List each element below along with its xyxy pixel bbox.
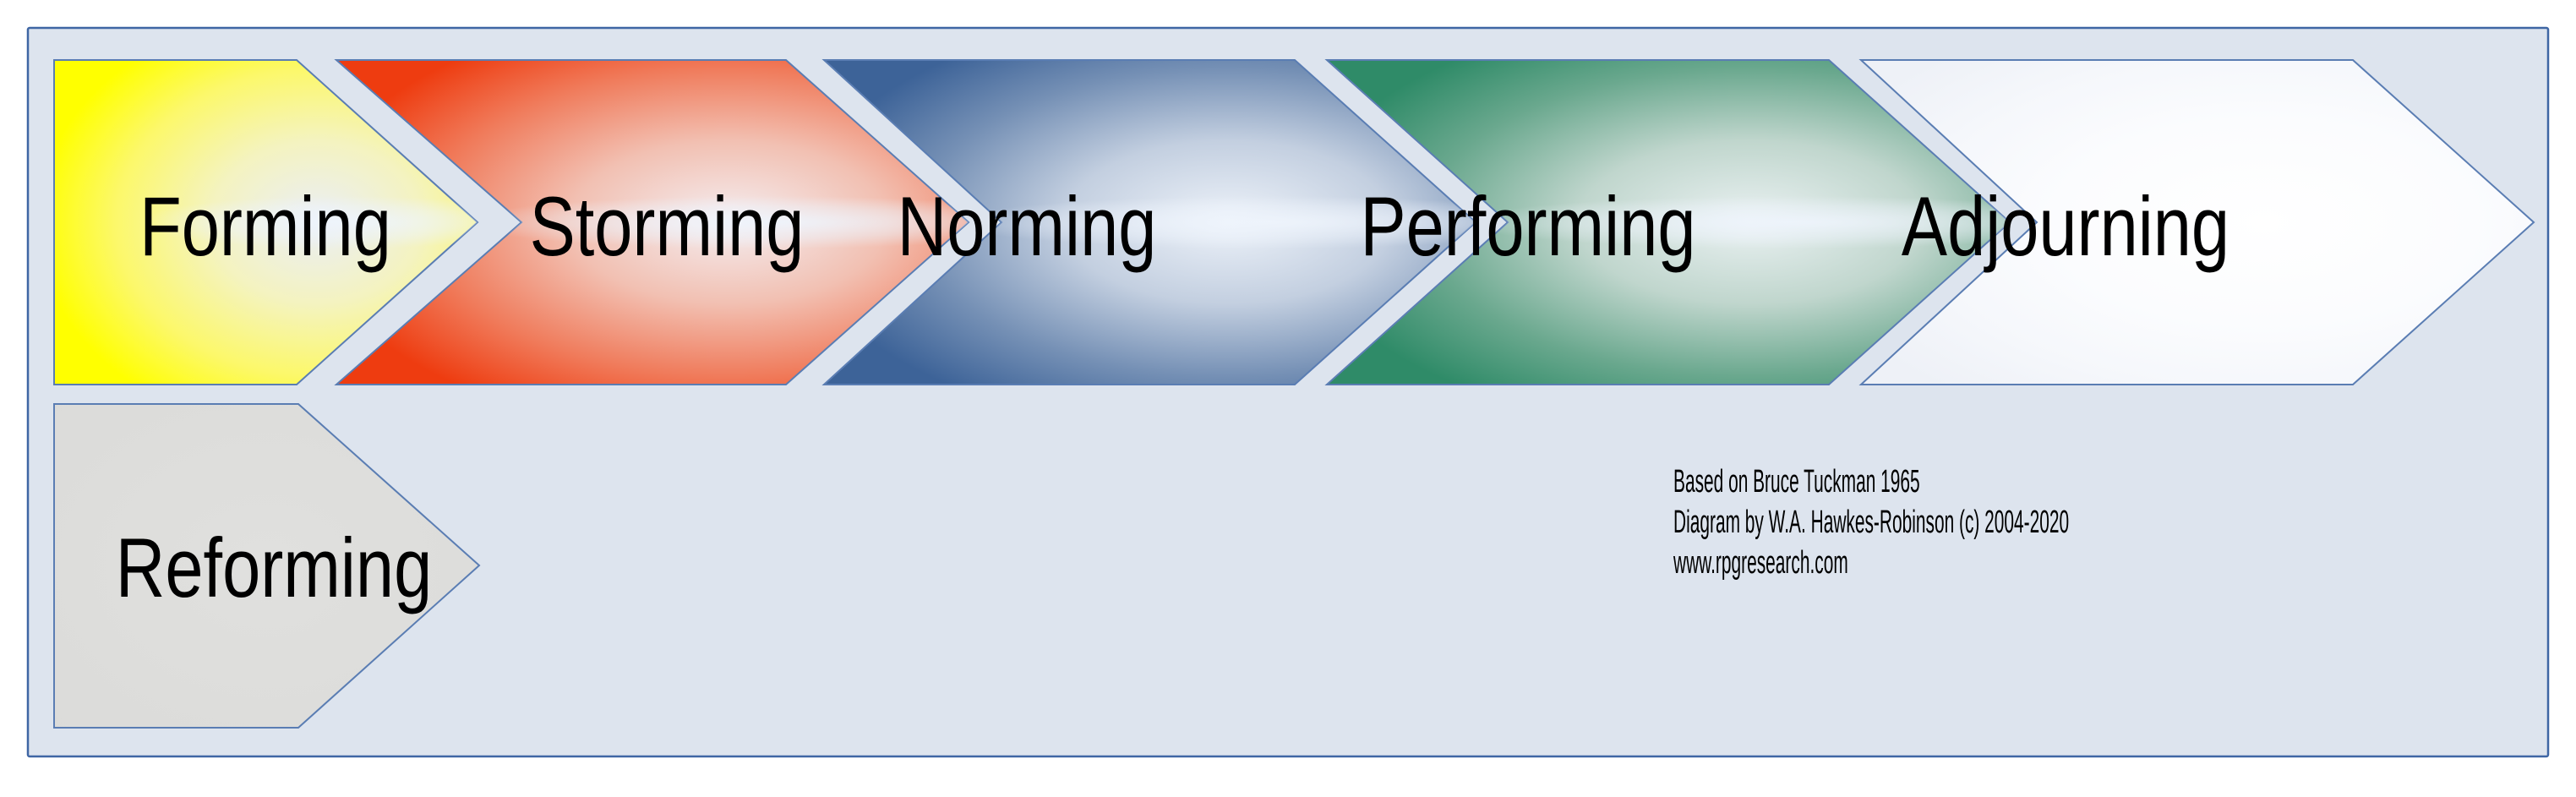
attribution-line-source: Based on Bruce Tuckman 1965 — [1673, 464, 1920, 499]
reforming-arrow — [53, 403, 481, 729]
storming-arrow — [334, 59, 970, 385]
attribution-line-author: Diagram by W.A. Hawkes-Robinson (c) 2004… — [1673, 505, 2070, 540]
attribution-line-website: www.rpgresearch.com — [1673, 545, 1848, 581]
attribution-text: Based on Bruce Tuckman 1965 Diagram by W… — [1673, 461, 2069, 583]
forming-arrow — [53, 59, 479, 385]
adjourning-arrow — [1858, 59, 2535, 385]
norming-arrow — [821, 59, 1477, 385]
performing-arrow — [1324, 59, 2011, 385]
